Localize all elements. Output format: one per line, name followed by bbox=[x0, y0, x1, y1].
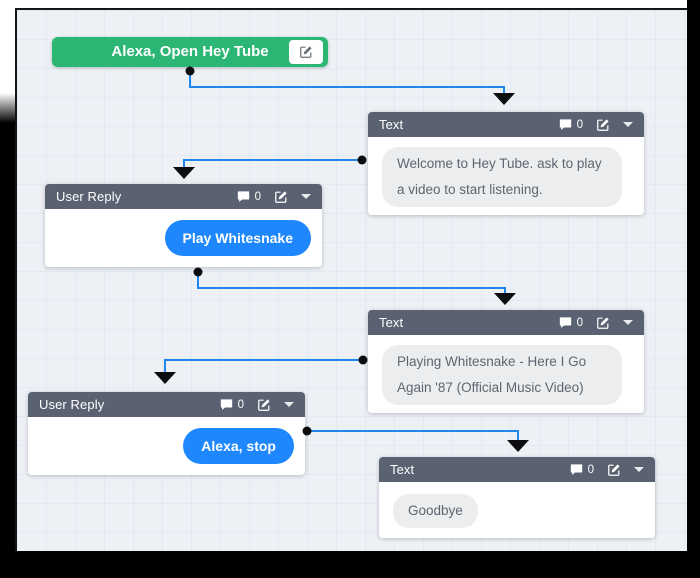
edit-node-button[interactable] bbox=[257, 398, 271, 412]
frame-edge-left bbox=[0, 8, 15, 551]
user-reply-node[interactable]: User Reply 0 Alexa, stop bbox=[28, 392, 305, 475]
edit-node-button[interactable] bbox=[596, 118, 610, 132]
edit-icon bbox=[258, 398, 270, 411]
comment-button[interactable]: 0 bbox=[559, 317, 583, 329]
comment-icon bbox=[559, 316, 571, 328]
comment-count: 0 bbox=[576, 316, 583, 329]
edit-icon bbox=[597, 118, 609, 131]
chevron-down-icon[interactable] bbox=[623, 122, 633, 127]
comment-icon bbox=[220, 398, 232, 410]
user-reply-node-header[interactable]: User Reply 0 bbox=[45, 184, 322, 209]
start-node[interactable]: Alexa, Open Hey Tube bbox=[52, 37, 328, 67]
comment-button[interactable]: 0 bbox=[220, 399, 244, 411]
text-node-header[interactable]: Text 0 bbox=[379, 457, 655, 482]
chevron-down-icon[interactable] bbox=[634, 467, 644, 472]
edit-icon bbox=[597, 316, 609, 329]
comment-button[interactable]: 0 bbox=[559, 119, 583, 131]
message-bubble: Welcome to Hey Tube. ask to play a video… bbox=[382, 147, 622, 207]
comment-count: 0 bbox=[587, 463, 594, 476]
user-reply-node[interactable]: User Reply 0 Play Whitesnake bbox=[45, 184, 322, 267]
edit-button[interactable] bbox=[289, 40, 323, 64]
user-reply-pill[interactable]: Play Whitesnake bbox=[164, 220, 311, 256]
start-node-label: Alexa, Open Hey Tube bbox=[111, 43, 269, 60]
user-reply-pill[interactable]: Alexa, stop bbox=[183, 428, 294, 464]
frame-edge-bottom bbox=[0, 551, 700, 578]
comment-icon bbox=[237, 190, 249, 202]
edit-node-button[interactable] bbox=[274, 190, 288, 204]
frame-edge-right bbox=[687, 0, 700, 578]
text-node-header[interactable]: Text 0 bbox=[368, 112, 644, 137]
node-title: User Reply bbox=[39, 397, 105, 412]
node-title: Text bbox=[379, 315, 404, 330]
chevron-down-icon[interactable] bbox=[284, 402, 294, 407]
comment-icon bbox=[570, 463, 582, 475]
node-title: Text bbox=[379, 117, 404, 132]
message-bubble: Goodbye bbox=[393, 494, 478, 528]
chevron-down-icon[interactable] bbox=[623, 320, 633, 325]
message-bubble: Playing Whitesnake - Here I Go Again '87… bbox=[382, 345, 622, 405]
text-node[interactable]: Text 0 Playing Whitesnake - Here bbox=[368, 310, 644, 413]
text-node[interactable]: Text 0 Welcome to Hey Tube. ask bbox=[368, 112, 644, 215]
node-title: Text bbox=[390, 462, 415, 477]
user-reply-node-header[interactable]: User Reply 0 bbox=[28, 392, 305, 417]
comment-count: 0 bbox=[237, 398, 244, 411]
text-node[interactable]: Text 0 Goodbye bbox=[379, 457, 655, 538]
comment-button[interactable]: 0 bbox=[237, 191, 261, 203]
edit-node-button[interactable] bbox=[607, 463, 621, 477]
edit-icon bbox=[608, 463, 620, 476]
edit-icon bbox=[300, 46, 312, 58]
comment-button[interactable]: 0 bbox=[570, 464, 594, 476]
node-title: User Reply bbox=[56, 189, 122, 204]
text-node-header[interactable]: Text 0 bbox=[368, 310, 644, 335]
chevron-down-icon[interactable] bbox=[301, 194, 311, 199]
comment-count: 0 bbox=[576, 118, 583, 131]
comment-count: 0 bbox=[254, 190, 261, 203]
edit-node-button[interactable] bbox=[596, 316, 610, 330]
comment-icon bbox=[559, 118, 571, 130]
edit-icon bbox=[275, 190, 287, 203]
